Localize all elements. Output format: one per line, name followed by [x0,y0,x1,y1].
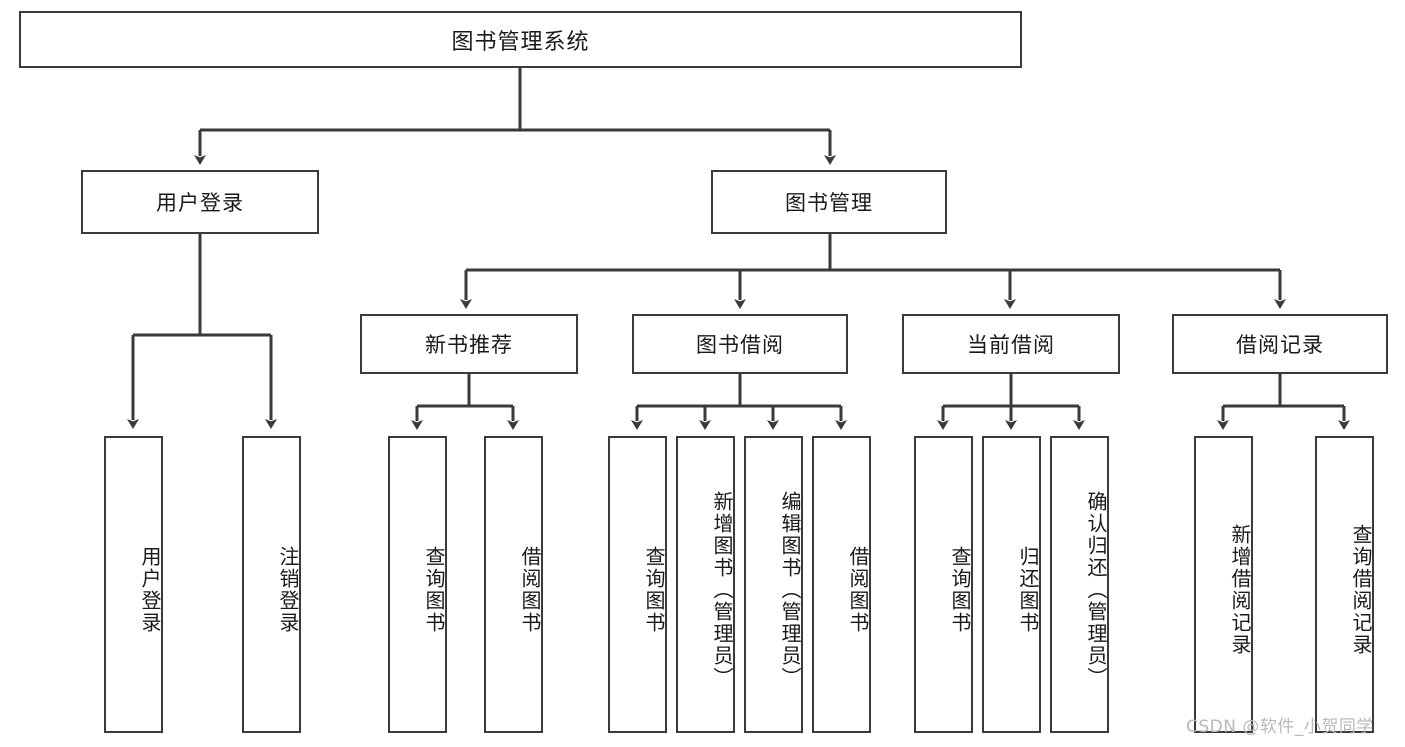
leaf-edit-book[interactable]: 编辑图书（管理员） [744,436,803,733]
leaf-borrow-book[interactable]: 借阅图书 [812,436,871,733]
node-label: 新增借阅记录 [1228,523,1252,656]
watermark-text: CSDN @软件_小贺同学 [1186,717,1374,737]
node-label: 用户登录 [156,191,244,215]
node-label: 查询图书 [422,545,446,634]
node-label: 借阅图书 [846,545,870,634]
node-new-book-recommend[interactable]: 新书推荐 [360,314,578,374]
node-label: 借阅图书 [518,545,542,634]
leaf-user-login[interactable]: 用户登录 [104,436,163,733]
leaf-query-book-current[interactable]: 查询图书 [914,436,973,733]
node-book-borrow[interactable]: 图书借阅 [632,314,848,374]
leaf-logout-login[interactable]: 注销登录 [242,436,301,733]
leaf-query-book-recommend[interactable]: 查询图书 [388,436,447,733]
leaf-return-book[interactable]: 归还图书 [982,436,1041,733]
node-label: 借阅记录 [1236,333,1324,357]
node-label: 图书借阅 [696,333,784,357]
node-borrow-record[interactable]: 借阅记录 [1172,314,1388,374]
node-label: 确认归还（管理员） [1084,490,1108,689]
leaf-query-book-borrow[interactable]: 查询图书 [608,436,667,733]
node-label: 当前借阅 [967,333,1055,357]
leaf-query-borrow-record[interactable]: 查询借阅记录 [1315,436,1374,733]
node-current-borrow[interactable]: 当前借阅 [902,314,1120,374]
node-user-login[interactable]: 用户登录 [81,170,319,234]
node-label: 用户登录 [138,545,162,634]
node-label: 新书推荐 [425,333,513,357]
node-label: 归还图书 [1016,545,1040,634]
node-label: 注销登录 [276,545,300,634]
leaf-confirm-return[interactable]: 确认归还（管理员） [1050,436,1109,733]
node-label: 查询借阅记录 [1349,523,1373,656]
node-label: 查询图书 [948,545,972,634]
node-label: 编辑图书（管理员） [778,490,802,689]
node-label: 图书管理系统 [451,29,590,55]
leaf-borrow-book-recommend[interactable]: 借阅图书 [484,436,543,733]
leaf-add-book[interactable]: 新增图书（管理员） [676,436,735,733]
leaf-add-borrow-record[interactable]: 新增借阅记录 [1194,436,1253,733]
node-root-system[interactable]: 图书管理系统 [19,11,1022,68]
node-label: 新增图书（管理员） [710,490,734,689]
node-label: 图书管理 [785,191,873,215]
node-book-manage[interactable]: 图书管理 [711,170,947,234]
node-label: 查询图书 [642,545,666,634]
